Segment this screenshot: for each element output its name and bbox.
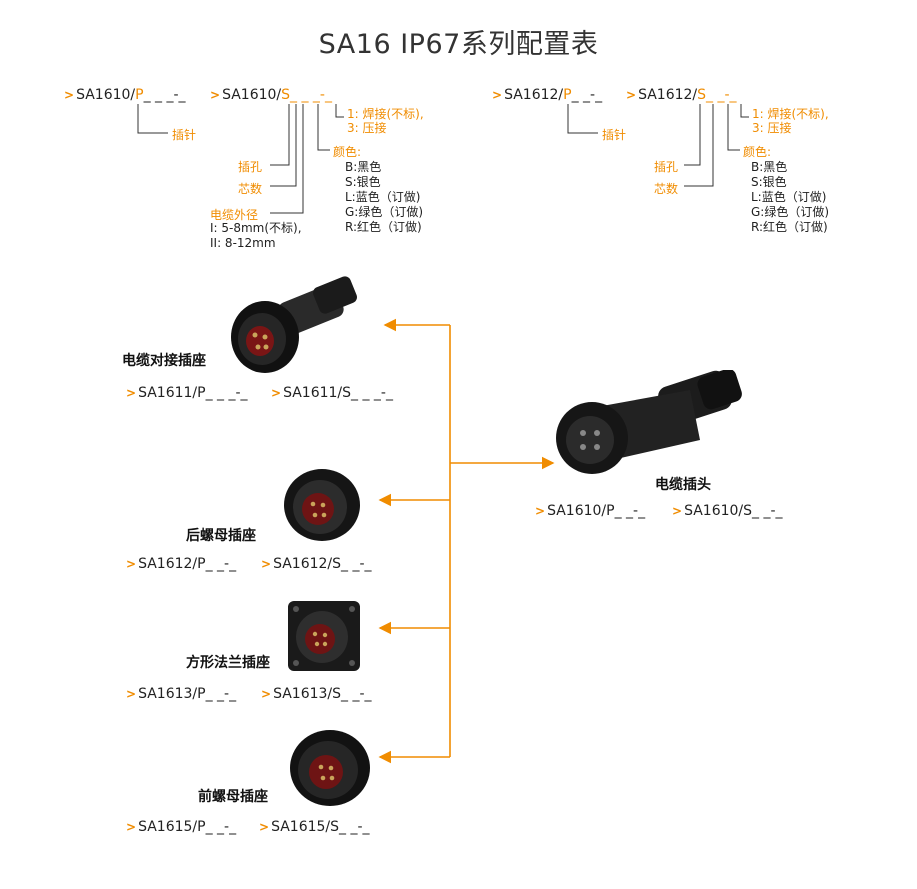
arrow-marker: > [64, 88, 75, 102]
legend-color: 颜色: B:黑色 S:银色 L:蓝色（订做) G:绿色（订做) R:红色（订做) [743, 145, 830, 234]
cable-od-option: I: 5-8mm(不标), [210, 221, 302, 235]
legend-termination: 1: 焊接(不标), 3: 压接 [752, 107, 829, 135]
cable-od-option: II: 8-12mm [210, 236, 276, 250]
legend-pin-label: 插针 [172, 128, 197, 142]
arrow-marker: > [492, 88, 503, 102]
product-name-rear-nut: 后螺母插座 [186, 528, 256, 544]
product-name-cable-receptacle: 电缆对接插座 [122, 353, 206, 369]
product-code: >SA1610/P_ _-_ [535, 503, 646, 519]
legend-color: 颜色: B:黑色 S:银色 L:蓝色（订做) G:绿色（订做) R:红色（订做) [333, 145, 424, 234]
product-code: >SA1612/S_ _-_ [261, 556, 372, 572]
product-code: >SA1610/S_ _-_ [672, 503, 783, 519]
legend-socket-label: 插孔 [238, 160, 263, 174]
legend-cable-od-label: 电缆外径 [210, 208, 259, 222]
product-name-cable-plug: 电缆插头 [655, 477, 711, 493]
product-name-square-flange: 方形法兰插座 [186, 655, 270, 671]
legend-socket-label: 插孔 [654, 160, 679, 174]
product-code: >SA1615/P_ _-_ [126, 819, 237, 835]
square-flange-receptacle-image [288, 601, 360, 671]
product-code: >SA1612/P_ _-_ [126, 556, 237, 572]
code-sa1612-s: >SA1612/S_ _-_ [626, 87, 737, 103]
cable-plug-image [556, 370, 742, 474]
product-code: >SA1611/S_ _ _-_ [271, 385, 393, 401]
legend-termination: 1: 焊接(不标), 3: 压接 [347, 107, 424, 135]
legend-cores-label: 芯数 [654, 182, 679, 196]
code-sa1610-s: >SA1610/S_ _ _-_ [210, 87, 332, 103]
legend-pin-label: 插针 [602, 128, 627, 142]
code-sa1612-p: >SA1612/P_ _-_ [492, 87, 603, 103]
arrow-marker: > [210, 88, 221, 102]
product-code: >SA1613/P_ _-_ [126, 686, 237, 702]
product-code: >SA1613/S_ _-_ [261, 686, 372, 702]
legend-cores-label: 芯数 [238, 182, 263, 196]
cable-receptacle-image [231, 276, 357, 373]
code-sa1610-p: >SA1610/P_ _ _-_ [64, 87, 186, 103]
rear-nut-receptacle-image [284, 469, 360, 541]
product-name-front-nut: 前螺母插座 [198, 789, 268, 805]
product-code: >SA1615/S_ _-_ [259, 819, 370, 835]
page-title: SA16 IP67系列配置表 [318, 29, 599, 60]
arrow-marker: > [626, 88, 637, 102]
front-nut-receptacle-image [290, 730, 370, 806]
product-code: >SA1611/P_ _ _-_ [126, 385, 248, 401]
